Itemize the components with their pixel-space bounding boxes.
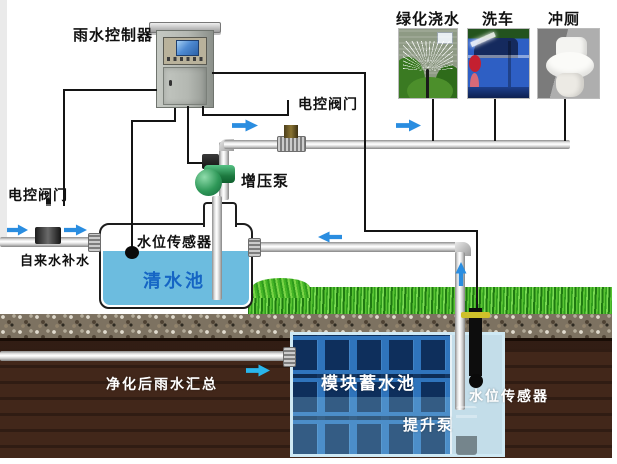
storage-module-bricks — [293, 335, 450, 454]
riser-pipe — [455, 252, 465, 410]
left-margin-strip — [0, 0, 7, 238]
module-level-sensor-float-collar — [461, 312, 490, 318]
rain-controller-label: 雨水控制器 — [73, 26, 154, 44]
usage-drop-line — [564, 97, 566, 141]
flow-arrow-right-icon — [64, 224, 87, 236]
cabinet-lcd-screen — [176, 40, 199, 56]
usage-label-toilet: 冲厕 — [547, 10, 581, 28]
valve-top-neck — [284, 125, 298, 138]
toilet-photo — [537, 28, 600, 99]
wire-controller-to-module-sensor — [212, 72, 366, 74]
usage-label-irrigation: 绿化浇水 — [395, 10, 461, 28]
valve-left-stem — [46, 199, 51, 206]
wire-controller-to-pump — [187, 106, 189, 164]
wire-controller-to-pump — [187, 162, 204, 164]
rain-controller-cabinet — [156, 30, 214, 108]
clean-water-tank — [99, 223, 253, 309]
inflow-pipe-flange — [283, 347, 296, 367]
flow-arrow-right-icon — [396, 119, 421, 132]
valve-top-label: 电控阀门 — [298, 97, 358, 113]
wire-controller-to-module-sensor — [476, 230, 478, 312]
module-sensor-label: 水位传感器 — [469, 389, 549, 405]
booster-pump-label: 增压泵 — [241, 172, 290, 190]
purified-inflow-pipe — [0, 351, 292, 361]
wire-controller-to-left-valve — [63, 89, 65, 206]
water-level-sensor-float — [125, 246, 139, 259]
valve-left-label: 电控阀门 — [8, 188, 68, 204]
module-level-sensor-ball — [469, 374, 483, 388]
wire-controller-to-module-sensor — [364, 230, 478, 232]
flow-arrow-right-icon — [7, 224, 28, 236]
cabinet-door — [163, 67, 207, 105]
wire-controller-to-top-valve — [202, 114, 288, 116]
pump-volute — [195, 169, 222, 196]
usage-label-carwash: 洗车 — [481, 10, 515, 28]
clean-water — [103, 251, 249, 305]
clean-tank-label: 清水池 — [143, 271, 206, 292]
carwash-photo — [467, 28, 530, 99]
wire-controller-to-top-valve — [287, 100, 289, 116]
grass-tuft — [252, 278, 310, 298]
valve-left-actuator — [39, 204, 57, 228]
wire-controller-to-top-valve — [202, 106, 204, 116]
sensor1-wire-v2 — [131, 120, 133, 248]
pump-suction-pipe — [212, 196, 222, 300]
valve-left-body — [35, 227, 61, 244]
valve-top-actuator — [282, 103, 299, 127]
usage-drop-line — [494, 97, 496, 141]
usage-drop-line — [432, 97, 434, 141]
bottom-margin-strip — [0, 458, 617, 464]
wire-controller-to-left-valve — [63, 89, 157, 91]
sensor1-wire-v1 — [174, 105, 176, 122]
booster-pump — [194, 152, 238, 200]
lift-pump-label: 提升泵 — [403, 416, 455, 434]
distribution-pipe — [224, 140, 570, 149]
module-tank-label: 模块蓄水池 — [321, 374, 416, 394]
purified-inflow-label: 净化后雨水汇总 — [106, 377, 218, 393]
return-pipe — [252, 242, 464, 252]
cabinet-buttons — [167, 57, 205, 61]
irrigation-photo — [398, 28, 458, 99]
module-level-sensor-rod — [469, 308, 482, 376]
wire-controller-to-module-sensor — [364, 72, 366, 232]
sprinkler-spray — [403, 41, 453, 71]
flow-arrow-right-icon — [246, 364, 270, 377]
return-pipe-flange — [248, 238, 261, 257]
sensor1-wire-h — [131, 120, 176, 122]
sprinkler-stem — [426, 69, 429, 98]
lift-pump — [456, 406, 477, 455]
cabinet-lock — [169, 80, 172, 86]
tap-water-label: 自来水补水 — [20, 254, 91, 269]
flow-arrow-right-icon — [232, 119, 258, 132]
valve-top-flange — [277, 136, 306, 152]
right-margin-strip — [612, 0, 617, 464]
tap-pipe-flange — [88, 233, 101, 252]
clean-sensor-label: 水位传感器 — [137, 235, 212, 251]
gravel-layer — [0, 314, 612, 340]
